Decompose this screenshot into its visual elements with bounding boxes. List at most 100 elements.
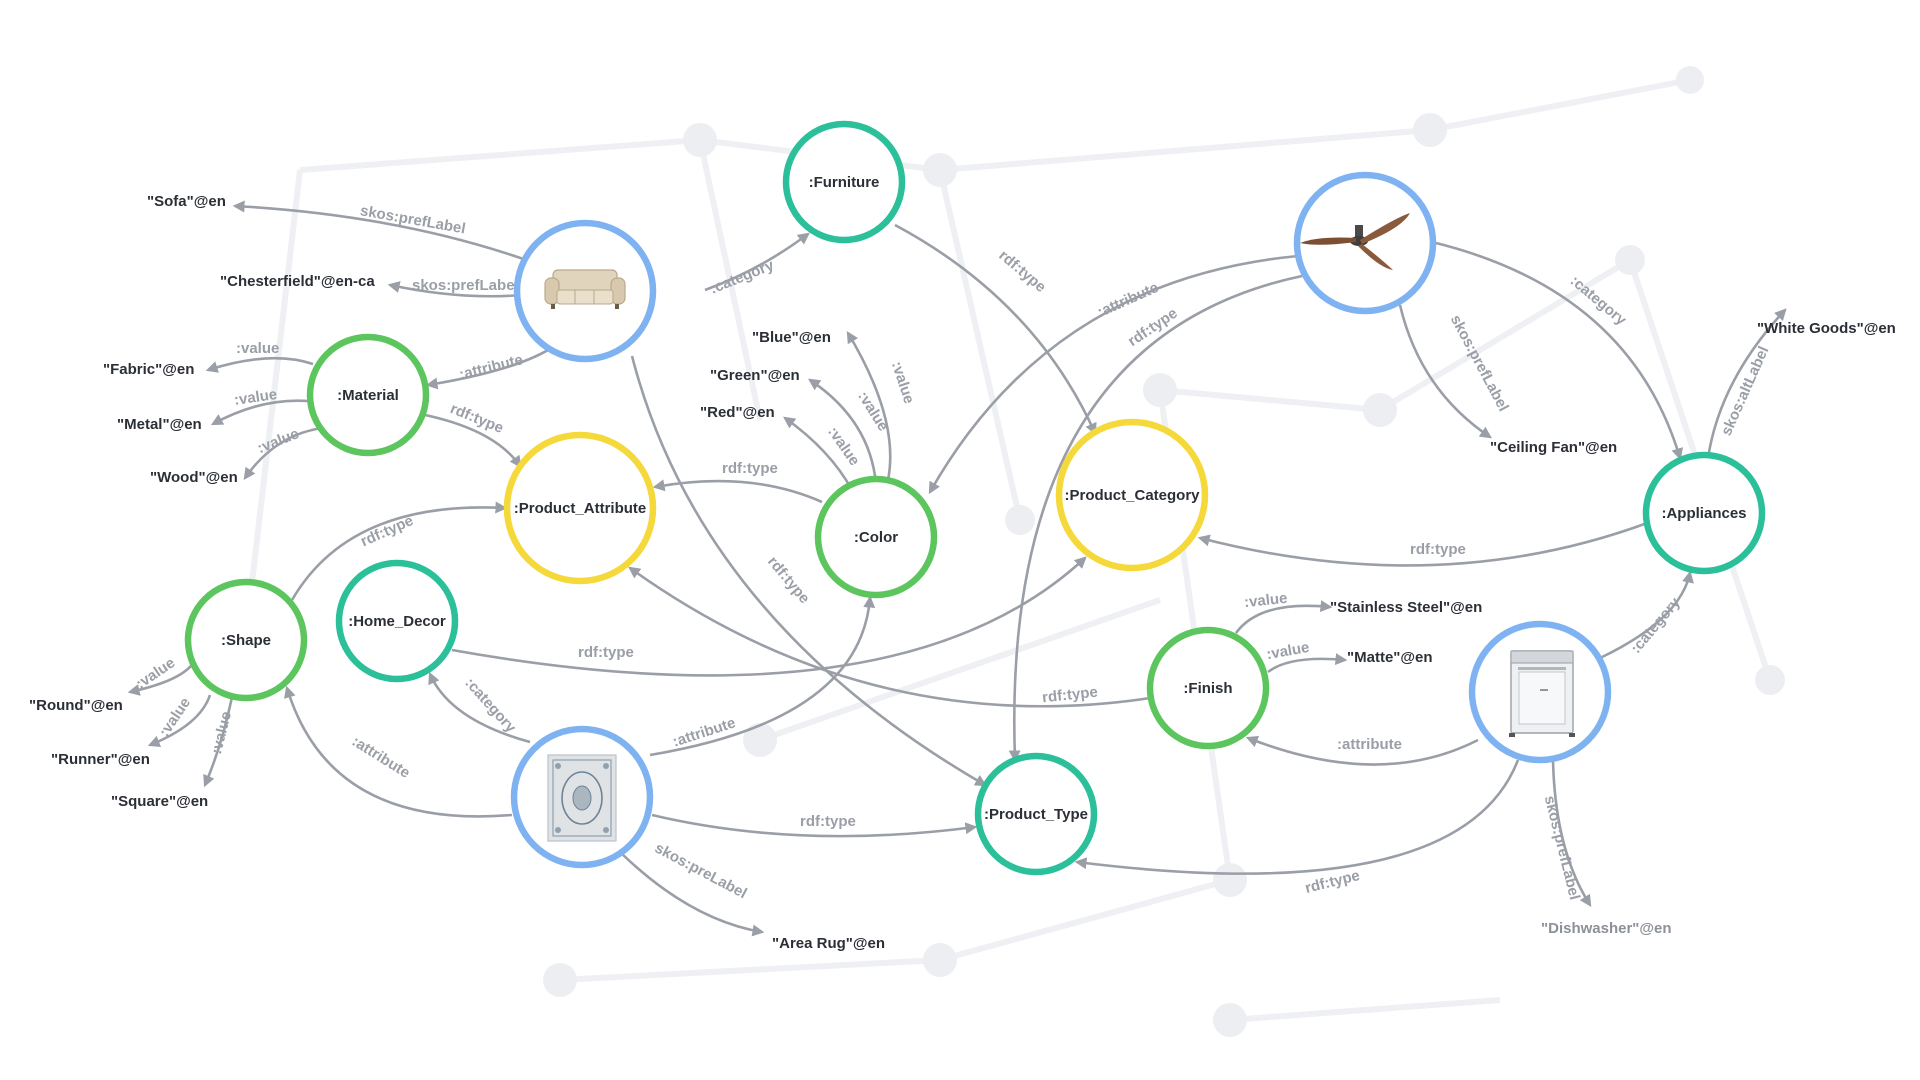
node-sofa-instance[interactable] <box>513 219 657 363</box>
node-furniture-ring <box>782 120 906 244</box>
nodes: :Furniture :Material :Product_Attribute … <box>184 120 1766 876</box>
edge-homedecor-rdftype-productcategory <box>451 556 1087 677</box>
node-product-type[interactable]: :Product_Type <box>974 752 1098 876</box>
edge-rug-attribute-color <box>649 595 876 757</box>
edge-finish-value-matte <box>1267 653 1348 674</box>
edge-label: :value <box>854 388 891 434</box>
edge-dishwasher-attribute-finish <box>1245 735 1479 766</box>
edge-color-value-blue <box>846 330 892 481</box>
literal-ceiling-fan: "Ceiling Fan"@en <box>1490 439 1617 456</box>
edge-sofa-category-furniture <box>704 232 810 292</box>
edge-color-value-green <box>808 378 878 485</box>
edge-rug-category-homedecor <box>428 671 531 744</box>
edge-label: rdf:type <box>995 247 1049 296</box>
node-finish[interactable]: :Finish <box>1146 626 1270 750</box>
edge-label: rdf:type <box>722 460 778 477</box>
edge-color-rdftype-productattribute <box>652 479 823 504</box>
edge-label: skos:altLabel <box>1718 344 1773 439</box>
edge-furniture-rdftype-productcategory <box>894 223 1097 436</box>
node-product-attribute-label: :Product_Attribute <box>514 500 647 517</box>
node-home-decor[interactable]: :Home_Decor <box>335 559 459 683</box>
node-home-decor-ring <box>335 559 459 683</box>
node-product-attribute-ring <box>503 431 657 585</box>
edge-finish-value-stainless <box>1234 600 1333 634</box>
edge-label: skos:prefLabel <box>1541 794 1583 902</box>
edge-shape-value-runner <box>147 694 212 747</box>
edge-dishwasher-category-appliances <box>1599 570 1694 660</box>
edge-label: rdf:type <box>764 553 813 607</box>
node-material-label: :Material <box>337 387 399 404</box>
edge-label: :value <box>133 654 178 692</box>
edge-shape-value-square <box>203 696 234 788</box>
node-product-type-ring <box>974 752 1098 876</box>
node-furniture[interactable]: :Furniture <box>782 120 906 244</box>
area-rug-icon <box>547 754 617 842</box>
node-material-ring <box>306 333 430 457</box>
edge-label: :attribute <box>1337 736 1402 753</box>
node-home-decor-label: :Home_Decor <box>348 613 446 630</box>
edge-appliances-altlabel-whitegoods <box>1706 308 1787 459</box>
edge-finish-rdftype-productattribute <box>628 566 1151 708</box>
edge-label: :attribute <box>457 351 524 383</box>
edge-rug-attribute-shape <box>284 685 513 818</box>
edge-label: :category <box>707 256 777 297</box>
edge-label: :value <box>255 425 302 457</box>
literal-square: "Square"@en <box>111 793 208 810</box>
edge-label: :value <box>1243 590 1288 611</box>
node-finish-ring <box>1146 626 1270 750</box>
node-appliances-label: :Appliances <box>1661 505 1746 522</box>
edge-fan-attribute-color <box>928 254 1299 495</box>
edge-material-value-metal <box>210 399 309 426</box>
edge-label: rdf:type <box>1041 684 1098 707</box>
node-product-type-label: :Product_Type <box>984 806 1088 823</box>
edge-sofa-rdftype-producttype <box>630 355 988 787</box>
literal-chesterfield: "Chesterfield"@en-ca <box>220 273 375 290</box>
edge-label: :value <box>824 424 863 469</box>
edge-sofa-preflabel-sofa <box>232 200 533 264</box>
edge-label: skos:prefLabel <box>412 277 519 294</box>
node-furniture-label: :Furniture <box>809 174 880 191</box>
node-product-category-label: :Product_Category <box>1064 487 1200 504</box>
dishwasher-icon <box>1509 650 1575 737</box>
literal-fabric: "Fabric"@en <box>103 361 194 378</box>
edge-fan-category-appliances <box>1431 240 1683 461</box>
literal-round: "Round"@en <box>29 697 123 714</box>
edge-label: skos:prefLabel <box>359 202 467 237</box>
edge-label: :attribute <box>671 714 738 750</box>
edge-label: skos:preLabel <box>652 840 750 903</box>
edge-material-value-wood <box>243 426 323 480</box>
sofa-icon <box>544 269 626 309</box>
literal-sofa: "Sofa"@en <box>147 193 226 210</box>
edge-sofa-preflabel-chesterfield <box>387 281 523 298</box>
literal-white-goods: "White Goods"@en <box>1757 320 1896 337</box>
node-material[interactable]: :Material <box>306 333 430 457</box>
edge-color-value-red <box>783 416 854 491</box>
node-shape-ring <box>184 578 308 702</box>
node-dishwasher-instance[interactable] <box>1468 620 1612 764</box>
edge-rug-preflabel-arearug <box>619 851 765 937</box>
edge-appliances-rdftype-productcategory <box>1197 520 1651 567</box>
node-color-label: :Color <box>854 529 898 546</box>
literal-green: "Green"@en <box>710 367 800 384</box>
literal-metal: "Metal"@en <box>117 416 202 433</box>
literals: "Sofa"@en "Chesterfield"@en-ca "Fabric"@… <box>29 193 1896 952</box>
edge-label: :value <box>236 340 279 357</box>
edge-label: :category <box>1627 594 1684 657</box>
edge-fan-preflabel-ceilingfan <box>1398 304 1492 439</box>
node-color-ring <box>814 475 938 599</box>
node-product-attribute[interactable]: :Product_Attribute <box>503 431 657 585</box>
node-appliances[interactable]: :Appliances <box>1642 451 1766 575</box>
background-network <box>247 66 1785 1037</box>
edge-label: :attribute <box>1095 279 1161 321</box>
node-product-category[interactable]: :Product_Category <box>1055 418 1209 572</box>
node-color[interactable]: :Color <box>814 475 938 599</box>
node-shape-label: :Shape <box>221 632 271 649</box>
node-appliances-ring <box>1642 451 1766 575</box>
node-ceiling-fan-instance[interactable] <box>1293 171 1437 315</box>
node-shape[interactable]: :Shape <box>184 578 308 702</box>
node-area-rug-instance[interactable] <box>510 725 654 869</box>
edge-label: :value <box>888 359 918 405</box>
literal-area-rug: "Area Rug"@en <box>772 935 885 952</box>
edge-label: rdf:type <box>800 813 856 830</box>
